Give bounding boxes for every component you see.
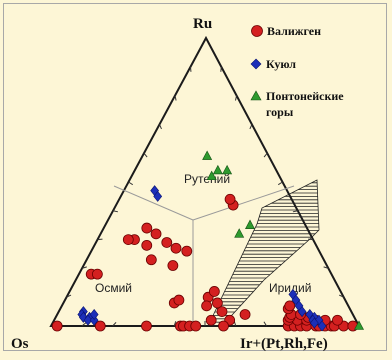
chart-frame: Рутений Осмий Иридий Ru Os Ir+(Pt,Rh,Fe)… [3, 3, 387, 351]
point-pontoneiskie [246, 220, 255, 229]
axis-tick [160, 124, 162, 129]
point-valizhgen [162, 237, 172, 247]
point-pontoneiskie [203, 151, 212, 160]
point-valizhgen [202, 301, 212, 311]
point-valizhgen [240, 309, 250, 319]
point-valizhgen [191, 321, 201, 331]
data-points [52, 151, 363, 331]
axis-tick [264, 153, 267, 157]
legend: Валижген Куюл Понтонейские горы [251, 24, 347, 119]
point-valizhgen [174, 295, 184, 305]
corner-label-os: Os [11, 336, 29, 352]
corner-label-ir: Ir+(Pt,Rh,Fe) [240, 336, 328, 352]
point-valizhgen [218, 321, 228, 331]
legend-label-valizhgen: Валижген [267, 24, 321, 38]
axis-tick [250, 124, 252, 129]
axis-tick [278, 182, 282, 185]
point-valizhgen [52, 321, 62, 331]
legend-marker-pontoneiskie [251, 91, 261, 100]
point-valizhgen [141, 321, 151, 331]
point-valizhgen [95, 321, 105, 331]
axis-tick [129, 182, 133, 185]
legend-marker-kuyul [251, 59, 261, 69]
point-valizhgen [146, 255, 156, 265]
point-valizhgen [206, 315, 216, 325]
point-valizhgen [142, 223, 152, 233]
point-pontoneiskie [235, 229, 244, 238]
axis-tick [144, 153, 147, 157]
axis-tick [293, 211, 298, 212]
point-valizhgen [151, 229, 161, 239]
point-valizhgen [182, 246, 192, 256]
point-pontoneiskie [223, 165, 232, 174]
axis-tick [235, 96, 236, 101]
axis-tick [175, 96, 176, 101]
legend-label-pontoneiskie-line2: горы [266, 105, 294, 119]
corner-label-ru: Ru [193, 16, 212, 32]
point-valizhgen [332, 315, 342, 325]
point-valizhgen [225, 194, 235, 204]
axis-tick [113, 211, 118, 212]
ternary-chart: Рутений Осмий Иридий Ru Os Ir+(Pt,Rh,Fe)… [4, 4, 392, 360]
point-valizhgen [171, 243, 181, 253]
legend-label-pontoneiskie-line1: Понтонейские [266, 89, 344, 103]
point-valizhgen [92, 269, 102, 279]
point-valizhgen [142, 240, 152, 250]
point-pontoneiskie [213, 165, 222, 174]
point-valizhgen [217, 307, 227, 317]
point-valizhgen [285, 301, 295, 311]
legend-label-pontoneiskie: Понтонейские горы [266, 89, 347, 119]
point-valizhgen [123, 235, 133, 245]
point-valizhgen [209, 286, 219, 296]
legend-label-kuyul: Куюл [266, 57, 296, 71]
field-label-osmium: Осмий [95, 281, 132, 295]
point-valizhgen [168, 261, 178, 271]
hatched-field-outline [208, 180, 319, 326]
legend-marker-valizhgen [252, 26, 263, 37]
